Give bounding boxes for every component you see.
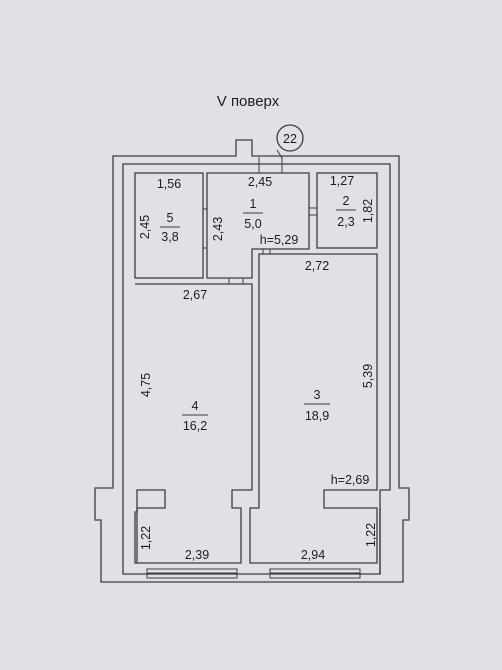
room-5-number: 5 [167,211,174,225]
door-mark [276,149,283,159]
room-3-top-width: 2,72 [305,259,329,273]
room-3-number: 3 [314,388,321,402]
room-3-area: 18,9 [305,409,329,423]
room-2-outline [316,172,378,249]
room-3-height: 5,39 [361,364,375,388]
room-4-area: 16,2 [183,419,207,433]
room-5-outline [134,172,204,279]
room-4-bottom-width: 2,39 [185,548,209,562]
room-3-niche-height: 1,22 [364,523,378,547]
room-2-number: 2 [343,194,350,208]
room-2-width: 1,27 [330,174,354,188]
room-5-width: 1,56 [157,177,181,191]
room-1-area: 5,0 [244,217,261,231]
room-5-height: 2,45 [138,215,152,239]
room-2-height: 1,82 [361,199,375,223]
room-1-ceiling-height: h=5,29 [260,233,299,247]
inner-wall [122,163,391,575]
room-5-area: 3,8 [161,230,178,244]
room-3-ceiling-height: h=2,69 [331,473,370,487]
room-3-bottom-width: 2,94 [301,548,325,562]
room-3-outline [249,253,378,564]
floor-title: V поверх [217,93,280,110]
room-4-number: 4 [192,399,199,413]
apartment-number: 22 [283,132,297,146]
room-4-top-width: 2,67 [183,288,207,302]
room-1-outline [206,172,310,279]
room-4-niche-height: 1,22 [139,526,153,550]
room-1-height: 2,43 [211,217,225,241]
room-4-height: 4,75 [139,373,153,397]
room-1-number: 1 [250,197,257,211]
room-2-area: 2,3 [337,215,354,229]
room-4-outline [134,283,253,564]
apartment-number-circle [276,124,304,152]
outer-wall [94,139,410,583]
room-1-width: 2,45 [248,175,272,189]
